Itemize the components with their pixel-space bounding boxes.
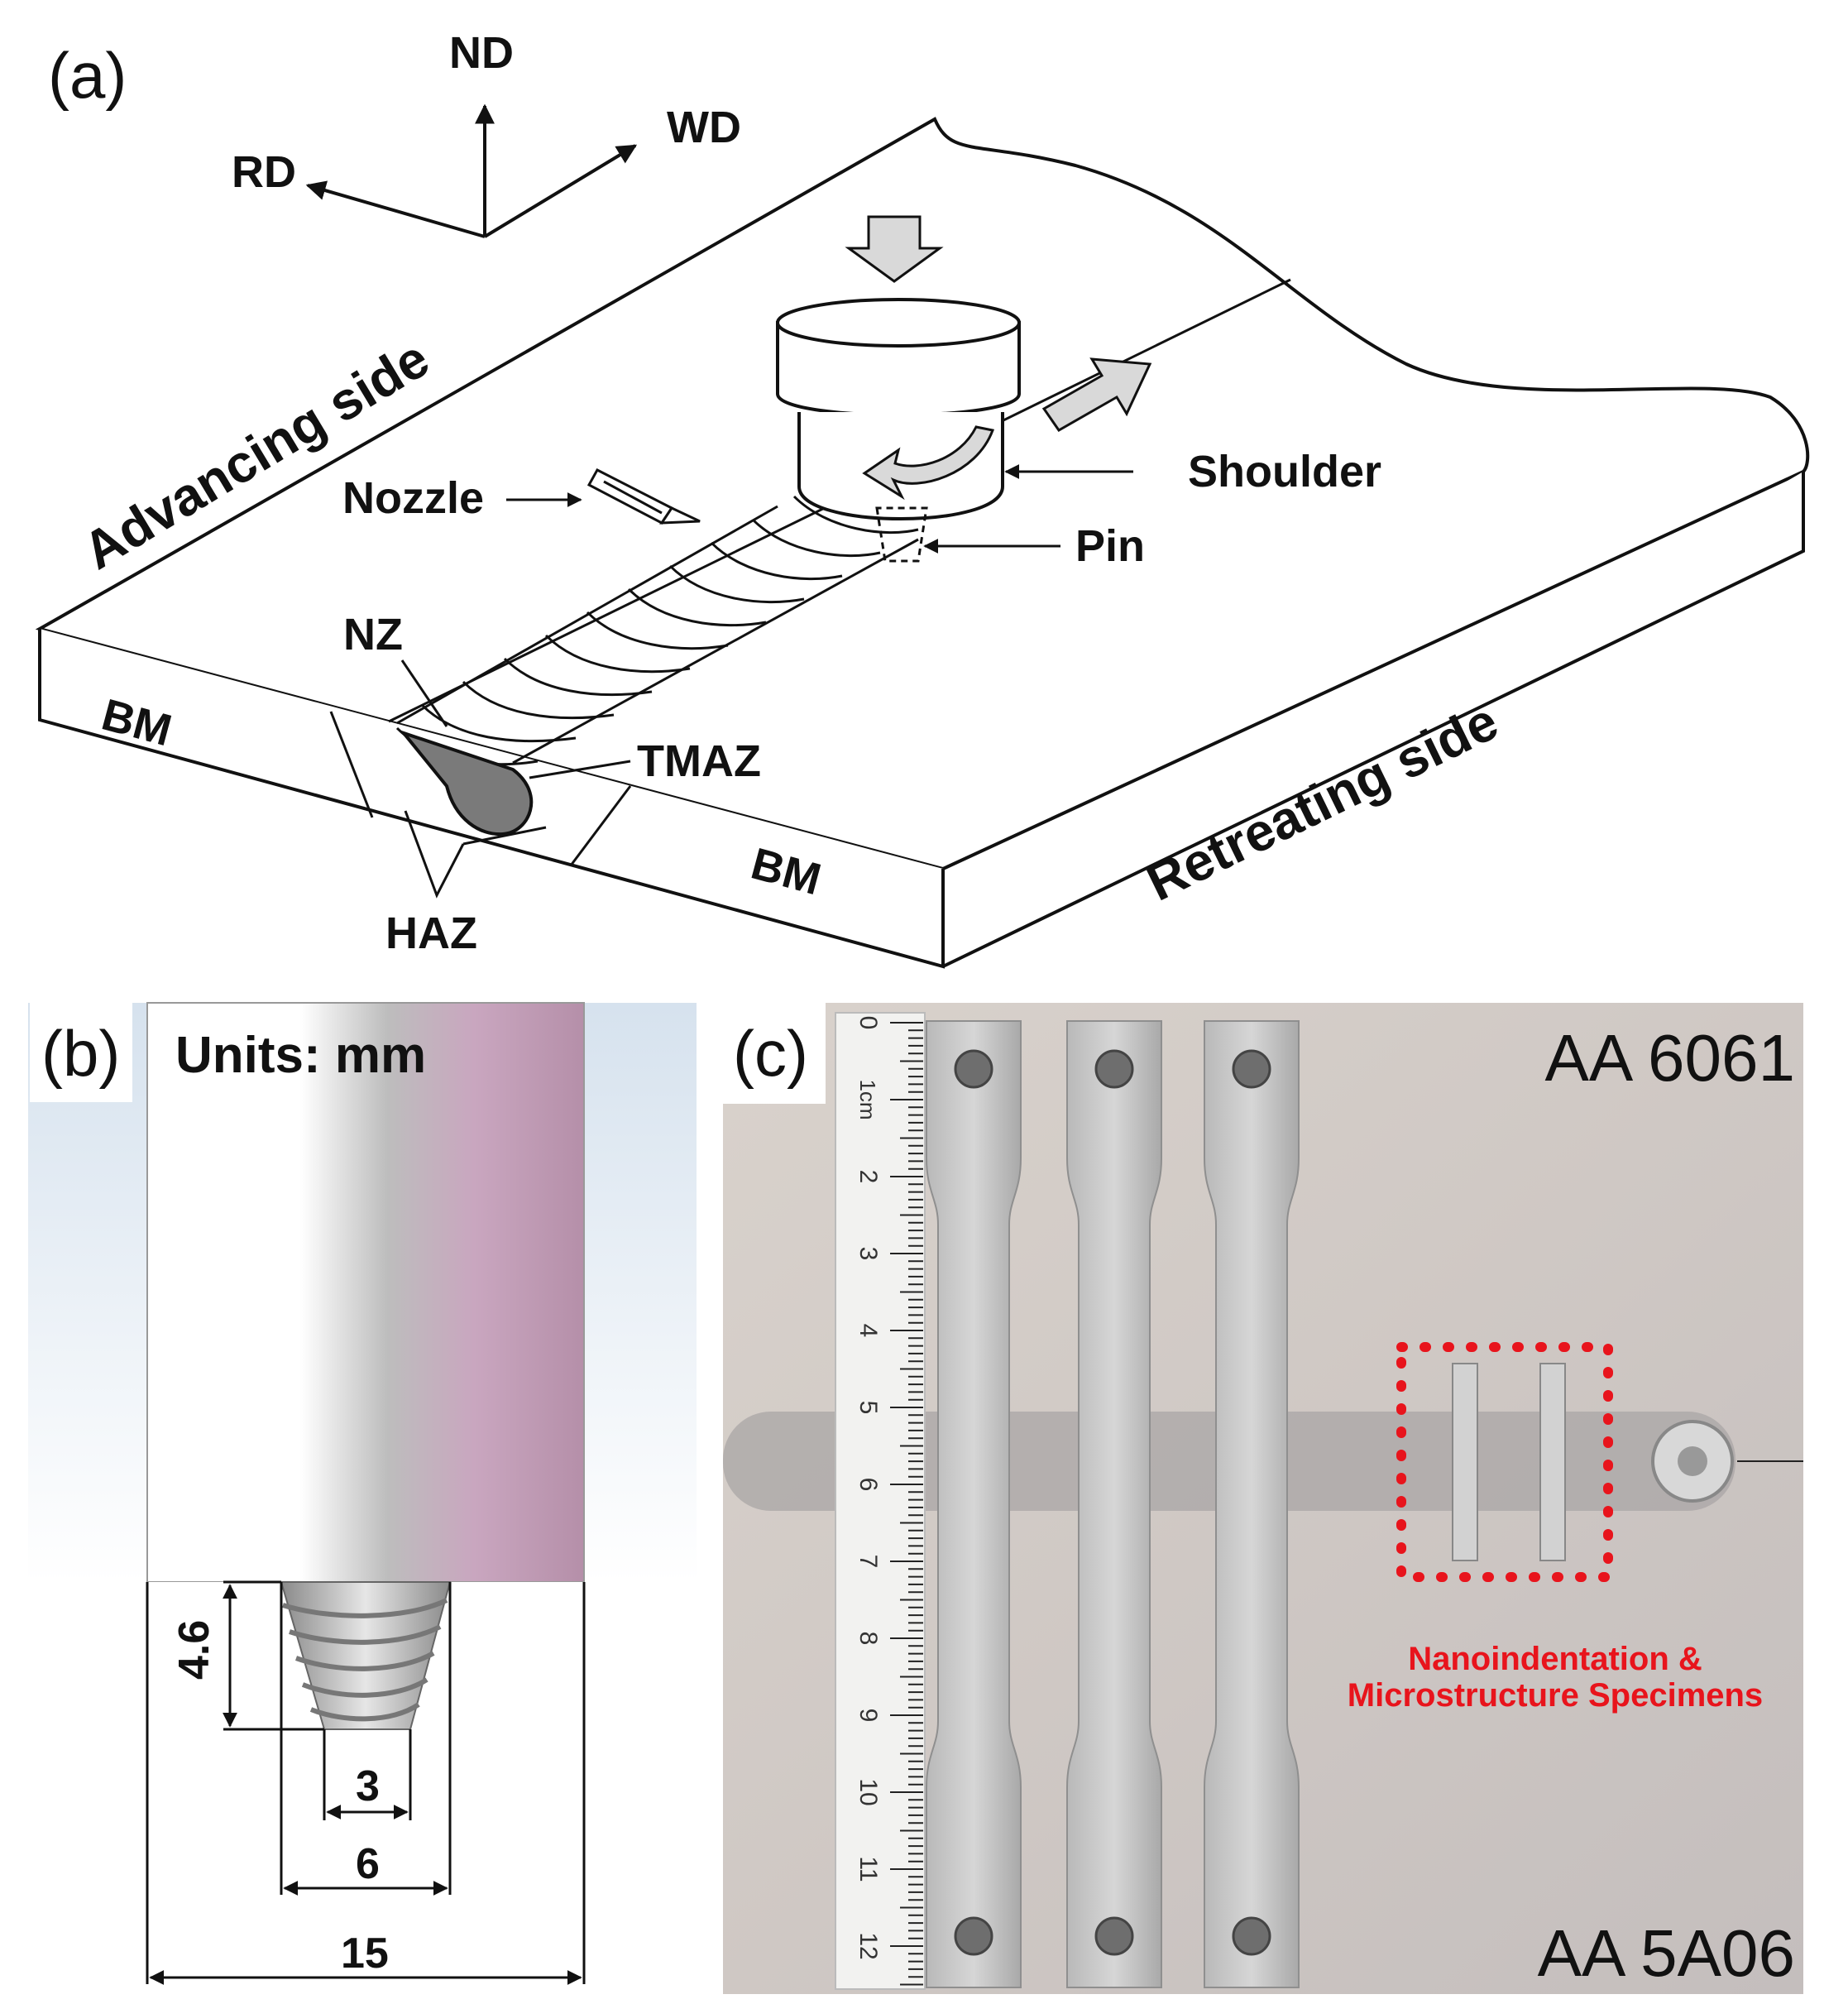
panel-c: 0 2 3 4 5 6 7 8 9 10 11 12 1cm Nanoindentation & Mic… bbox=[723, 1003, 1803, 1994]
ruler-number: 4 bbox=[855, 1324, 882, 1338]
ruler: 0 2 3 4 5 6 7 8 9 10 11 12 1cm bbox=[835, 1012, 926, 1990]
micro-specimens bbox=[1452, 1363, 1566, 1561]
dim-pin-tip: 3 bbox=[356, 1762, 380, 1810]
ruler-number: 12 bbox=[855, 1932, 882, 1959]
tensile-specimens bbox=[926, 1020, 1300, 1988]
dimension-lines bbox=[146, 1580, 586, 1985]
ruler-number: 6 bbox=[855, 1478, 882, 1492]
rotation-arrow bbox=[862, 425, 995, 501]
nozzle-icon bbox=[586, 468, 701, 525]
tmaz-label: TMAZ bbox=[637, 736, 761, 786]
specimen-highlight-box bbox=[1396, 1342, 1613, 1582]
nozzle-label: Nozzle bbox=[342, 473, 484, 523]
top-alloy-label: AA 6061 bbox=[1545, 1021, 1796, 1095]
tool-shoulder-body bbox=[146, 1002, 585, 1583]
panel-b: (b) Units: mm bbox=[28, 1002, 697, 1985]
axes-triad bbox=[305, 103, 638, 238]
pin-label: Pin bbox=[1075, 521, 1145, 571]
ruler-number: 11 bbox=[855, 1856, 882, 1882]
haz-leader bbox=[404, 810, 465, 899]
cross-section bbox=[329, 711, 632, 866]
tmaz-leader bbox=[529, 760, 631, 779]
threaded-pin bbox=[280, 1581, 452, 1730]
dim-pin-root: 6 bbox=[356, 1840, 380, 1888]
axis-wd-label: WD bbox=[667, 103, 741, 152]
pin-dashed bbox=[875, 506, 928, 563]
tensile-specimen-2 bbox=[1066, 1020, 1162, 1988]
specimen-label-line2: Microstructure Specimens bbox=[1348, 1677, 1763, 1714]
ruler-number: 2 bbox=[855, 1170, 882, 1184]
units-label: Units: mm bbox=[175, 1027, 426, 1084]
nz-leader bbox=[400, 659, 448, 727]
shoulder-label: Shoulder bbox=[1188, 447, 1381, 496]
panel-a-label: (a) bbox=[48, 39, 127, 112]
bottom-alloy-label: AA 5A06 bbox=[1538, 1916, 1795, 1990]
nugget-zone-shape bbox=[399, 729, 534, 837]
axis-rd-label: RD bbox=[232, 147, 296, 197]
panel-b-label-backdrop bbox=[30, 1003, 132, 1102]
tensile-specimen-1 bbox=[926, 1020, 1022, 1988]
tensile-specimen-3 bbox=[1204, 1020, 1300, 1988]
panel-c-label: (c) bbox=[733, 1017, 808, 1090]
fsw-tool bbox=[776, 298, 1021, 520]
ruler-number: 5 bbox=[855, 1401, 882, 1415]
panel-a: (a) ND WD RD bbox=[35, 28, 1810, 969]
force-arrow bbox=[845, 215, 944, 283]
ruler-number: 3 bbox=[855, 1247, 882, 1261]
panel-b-label: (b) bbox=[41, 1017, 120, 1090]
nz-label: NZ bbox=[343, 610, 403, 659]
travel-arrow bbox=[1041, 357, 1152, 432]
dim-shoulder: 15 bbox=[341, 1930, 389, 1978]
tube-cap-hole bbox=[1678, 1446, 1707, 1476]
ruler-unit-label: 1cm bbox=[855, 1079, 880, 1119]
ruler-number: 10 bbox=[855, 1778, 882, 1805]
specimen-label-line1: Nanoindentation & bbox=[1408, 1641, 1702, 1677]
haz-label: HAZ bbox=[385, 909, 477, 958]
workpiece-plate bbox=[35, 117, 1810, 969]
dim-pin-length: 4.6 bbox=[170, 1620, 218, 1680]
ruler-number: 8 bbox=[855, 1632, 882, 1646]
ruler-number: 0 bbox=[855, 1016, 882, 1030]
ruler-number: 9 bbox=[855, 1709, 882, 1723]
panel-c-label-backdrop bbox=[723, 1003, 826, 1104]
axis-nd-label: ND bbox=[449, 28, 514, 78]
ruler-number: 7 bbox=[855, 1555, 882, 1569]
